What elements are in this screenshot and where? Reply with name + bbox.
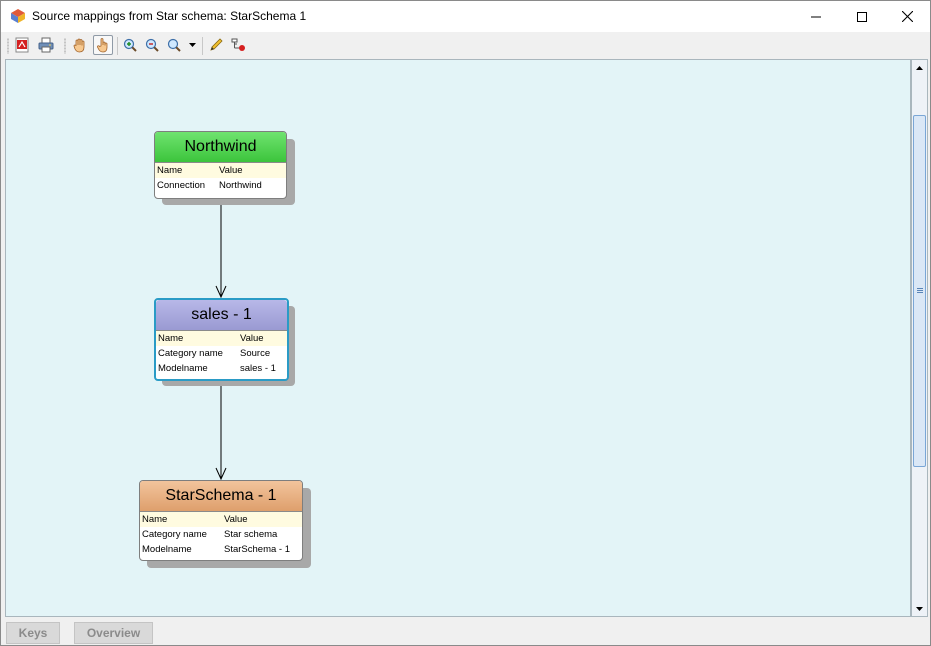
- column-header: Value: [238, 331, 287, 346]
- layout-button[interactable]: [229, 35, 249, 55]
- scroll-up-button[interactable]: [912, 60, 927, 75]
- property-value: Source: [240, 348, 271, 359]
- zoom-out-button[interactable]: [142, 35, 162, 55]
- property-name: Modelname: [158, 363, 208, 374]
- export-pdf-button[interactable]: [12, 35, 32, 55]
- table-row: Modelname sales - 1: [156, 361, 287, 376]
- tab-overview[interactable]: Overview: [74, 622, 153, 644]
- connectors: [215, 198, 227, 481]
- property-value: StarSchema - 1: [224, 544, 290, 555]
- bottom-tabs: Keys Overview: [1, 621, 930, 645]
- pointing-hand-icon: [97, 38, 108, 53]
- property-name: Category name: [142, 529, 207, 540]
- table-row: Modelname StarSchema - 1: [140, 542, 302, 557]
- print-button[interactable]: [36, 35, 56, 55]
- diagram-node-sales[interactable]: sales - 1 Name Value Category name Sourc…: [154, 298, 289, 381]
- chevron-down-icon: [188, 43, 196, 47]
- close-button[interactable]: [884, 1, 930, 32]
- table-row: Connection Northwind: [155, 178, 286, 193]
- node-title: Northwind: [155, 132, 286, 163]
- arrow-head-icon: [215, 285, 227, 299]
- diagram-node-starschema[interactable]: StarSchema - 1 Name Value Category name …: [139, 480, 303, 561]
- minimize-icon: [811, 16, 821, 17]
- thumb-grip: [917, 288, 923, 289]
- property-value: sales - 1: [240, 363, 276, 374]
- tab-keys[interactable]: Keys: [6, 622, 60, 644]
- zoom-out-icon: [145, 38, 159, 52]
- app-icon: [10, 8, 26, 24]
- pan-hand-button[interactable]: [70, 35, 90, 55]
- diagram-canvas[interactable]: Northwind Name Value Connection Northwin…: [5, 59, 911, 617]
- zoom-button[interactable]: [164, 35, 184, 55]
- toolbar-grip[interactable]: [7, 38, 9, 54]
- title-bar: Source mappings from Star schema: StarSc…: [1, 1, 930, 32]
- node-properties-table: Name Value Category name Source Modelnam…: [156, 331, 287, 376]
- tree-layout-icon: [231, 38, 245, 51]
- window-title: Source mappings from Star schema: StarSc…: [32, 9, 307, 23]
- table-header-row: Name Value: [155, 163, 286, 178]
- property-name: Modelname: [142, 544, 192, 555]
- diagram-node-northwind[interactable]: Northwind Name Value Connection Northwin…: [154, 131, 287, 199]
- toolbar-grip[interactable]: [64, 38, 66, 54]
- node-properties-table: Name Value Category name Star schema Mod…: [140, 512, 302, 557]
- scroll-thumb[interactable]: [913, 115, 926, 467]
- hand-icon: [73, 38, 85, 53]
- maximize-icon: [857, 11, 867, 22]
- property-name: Connection: [157, 180, 206, 191]
- printer-icon: [38, 37, 54, 53]
- node-title: sales - 1: [156, 300, 287, 331]
- column-header: Value: [222, 512, 302, 527]
- chevron-up-icon: [916, 65, 923, 70]
- zoom-in-button[interactable]: [120, 35, 140, 55]
- close-icon: [901, 11, 913, 22]
- zoom-dropdown-button[interactable]: [186, 35, 198, 55]
- select-hand-button[interactable]: [93, 35, 113, 55]
- column-header: Value: [217, 163, 286, 178]
- toolbar-separator: [117, 37, 118, 55]
- toolbar: [1, 32, 930, 59]
- table-header-row: Name Value: [140, 512, 302, 527]
- minimize-button[interactable]: [793, 1, 839, 32]
- magnifier-icon: [167, 38, 181, 52]
- scroll-down-button[interactable]: [912, 601, 927, 616]
- property-value: Star schema: [224, 529, 278, 540]
- column-header: Name: [140, 512, 222, 527]
- arrow-head-icon: [215, 467, 227, 481]
- node-title: StarSchema - 1: [140, 481, 302, 512]
- zoom-in-icon: [123, 38, 137, 52]
- pencil-icon: [210, 38, 223, 51]
- chevron-down-icon: [916, 606, 923, 611]
- column-header: Name: [156, 331, 238, 346]
- toolbar-separator: [202, 37, 203, 55]
- table-row: Category name Source: [156, 346, 287, 361]
- thumb-grip: [917, 290, 923, 291]
- column-header: Name: [155, 163, 217, 178]
- thumb-grip: [917, 292, 923, 293]
- property-name: Category name: [158, 348, 223, 359]
- property-value: Northwind: [219, 180, 262, 191]
- table-row: Category name Star schema: [140, 527, 302, 542]
- pdf-icon: [15, 37, 29, 53]
- edit-button[interactable]: [206, 35, 226, 55]
- vertical-scrollbar[interactable]: [911, 59, 928, 617]
- table-header-row: Name Value: [156, 331, 287, 346]
- maximize-button[interactable]: [839, 1, 885, 32]
- node-properties-table: Name Value Connection Northwind: [155, 163, 286, 193]
